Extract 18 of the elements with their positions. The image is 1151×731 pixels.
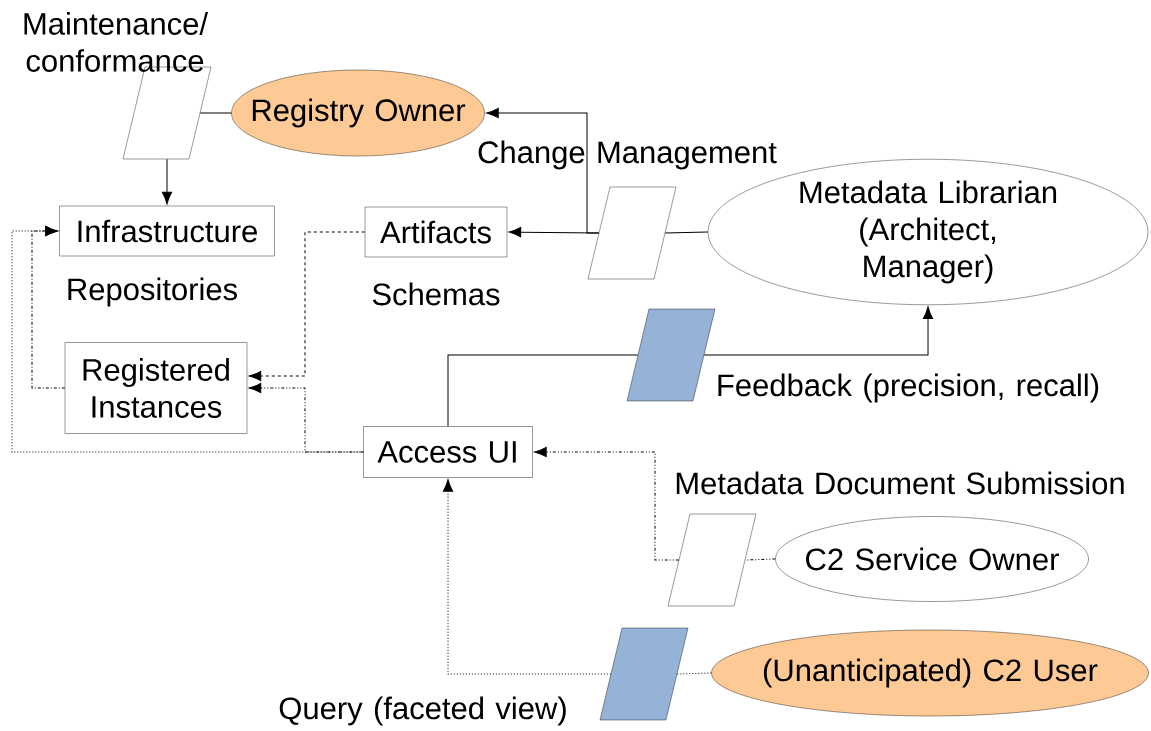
component-box: Access UI: [363, 426, 533, 478]
component-box: Artifacts: [364, 206, 508, 258]
component-box: Registered Instances: [64, 342, 248, 434]
arrow: [248, 231, 366, 382]
component-box: Infrastructure: [59, 205, 275, 257]
arrow: [248, 382, 364, 453]
arrow: [703, 306, 934, 356]
message-label: Feedback (precision, recall): [718, 373, 1099, 403]
message-label: Metadata Document Submission: [676, 471, 1124, 495]
arrow: [508, 227, 600, 238]
caption-text: Repositories: [68, 277, 237, 307]
message-label: Maintenance/ conformance: [24, 12, 209, 72]
caption-text: Schemas: [372, 282, 500, 306]
arrow: [442, 479, 612, 675]
message-label: Query (faceted view): [279, 696, 566, 726]
arrow: [11, 225, 364, 453]
arrow: [161, 158, 173, 205]
arrow: [534, 446, 680, 561]
